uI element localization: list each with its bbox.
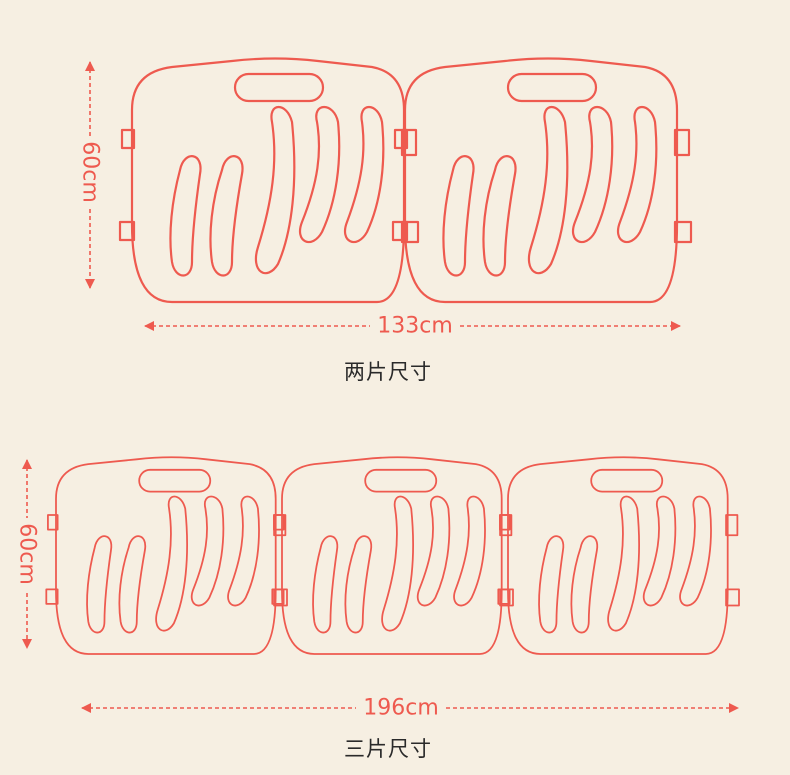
caption-two-panels: 两片尺寸 xyxy=(344,360,432,384)
caption-three-panels: 三片尺寸 xyxy=(344,737,432,761)
width-label: 133cm xyxy=(377,314,453,339)
fence-panel-3 xyxy=(497,456,740,655)
height-label: 60cm xyxy=(15,523,40,585)
height-label: 60cm xyxy=(78,141,103,203)
width-label: 196cm xyxy=(363,696,439,721)
fence-panel-2 xyxy=(391,57,693,304)
diagram-three-panels: 60cm 196cm xyxy=(14,456,740,722)
fence-panel-1 xyxy=(45,456,288,655)
fence-panel-2 xyxy=(271,456,514,655)
diagram-two-panels: 60cm 133cm xyxy=(77,57,693,340)
fence-panel-1 xyxy=(118,57,420,304)
